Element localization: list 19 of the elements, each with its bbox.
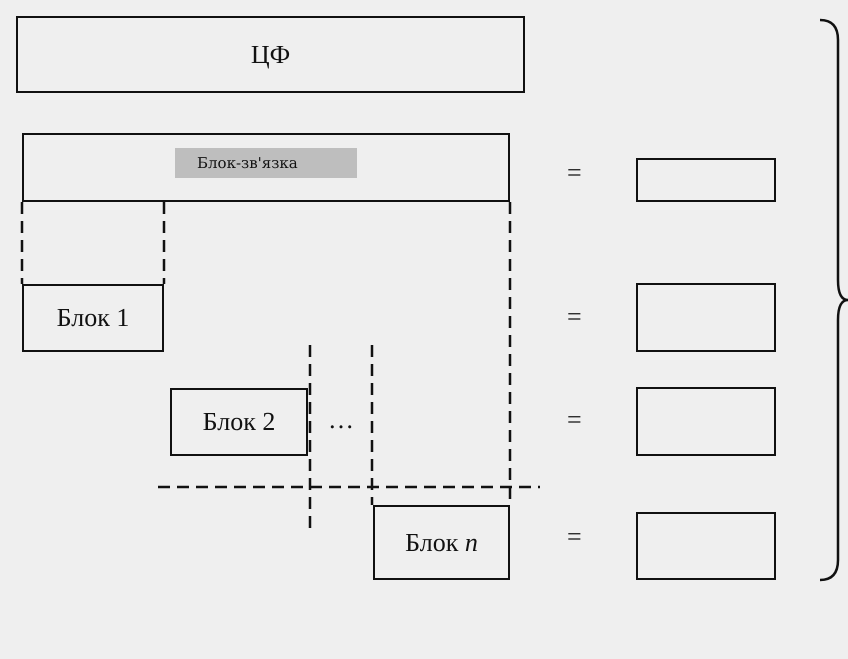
empty-box bbox=[636, 158, 776, 202]
block-box bbox=[22, 284, 164, 352]
block-title: Блок-зв'язка bbox=[175, 148, 357, 178]
block-title: Блок 1 bbox=[56, 303, 130, 333]
ellipsis: … bbox=[328, 405, 354, 435]
equals-sign: = bbox=[567, 405, 582, 435]
equals-sign: = bbox=[567, 158, 582, 188]
block-box bbox=[373, 505, 510, 580]
block-title: Блок n bbox=[405, 528, 478, 558]
block-title: ЦФ bbox=[250, 40, 290, 70]
empty-box bbox=[636, 512, 776, 580]
block-title: Блок 2 bbox=[202, 407, 276, 437]
equals-sign: = bbox=[567, 302, 582, 332]
block-box bbox=[22, 133, 510, 202]
empty-box bbox=[636, 387, 776, 456]
empty-box bbox=[636, 283, 776, 352]
block-box bbox=[16, 16, 525, 93]
block-box bbox=[170, 388, 308, 456]
equals-sign: = bbox=[567, 522, 582, 552]
